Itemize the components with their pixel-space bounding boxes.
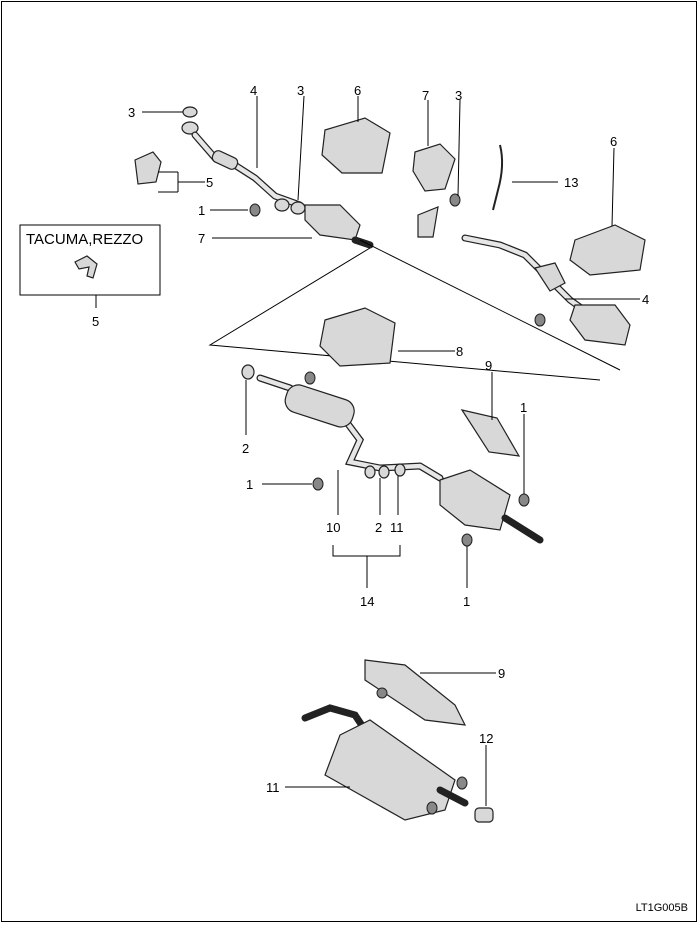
callout-4: 4 <box>250 83 257 98</box>
inset-title: TACUMA,REZZO <box>26 231 143 248</box>
callout-1: 1 <box>246 477 253 492</box>
leader-lines <box>142 95 640 806</box>
callout-11: 11 <box>266 780 280 795</box>
callout-14: 14 <box>360 594 374 609</box>
callout-10: 10 <box>326 520 340 535</box>
right-converter-assembly <box>412 143 646 346</box>
callout-3: 3 <box>455 88 462 103</box>
front-pipe-assembly <box>134 106 391 249</box>
callout-9: 9 <box>498 666 505 681</box>
callout-3: 3 <box>128 105 135 120</box>
rear-muffler-assembly <box>301 659 494 823</box>
callout-4: 4 <box>642 292 649 307</box>
callout-3: 3 <box>297 83 304 98</box>
callout-2: 2 <box>242 441 249 456</box>
callout-2: 2 <box>375 520 382 535</box>
figure-code: LT1G005B <box>635 902 688 914</box>
callout-6: 6 <box>354 83 361 98</box>
callout-1: 1 <box>198 203 205 218</box>
callout-12: 12 <box>479 731 493 746</box>
callout-8: 8 <box>456 344 463 359</box>
callout-6: 6 <box>610 134 617 149</box>
callout-5: 5 <box>206 175 213 190</box>
callout-1: 1 <box>520 400 527 415</box>
callout-13: 13 <box>564 175 578 190</box>
callout-11: 11 <box>390 520 404 535</box>
callout-7: 7 <box>198 231 205 246</box>
callout-9: 9 <box>485 358 492 373</box>
inset-box <box>19 224 161 296</box>
callout-7: 7 <box>422 88 429 103</box>
callout-1: 1 <box>463 594 470 609</box>
inset-bracket-part <box>74 255 98 279</box>
center-muffler-assembly <box>241 307 544 547</box>
inset-callout: 5 <box>92 314 99 329</box>
